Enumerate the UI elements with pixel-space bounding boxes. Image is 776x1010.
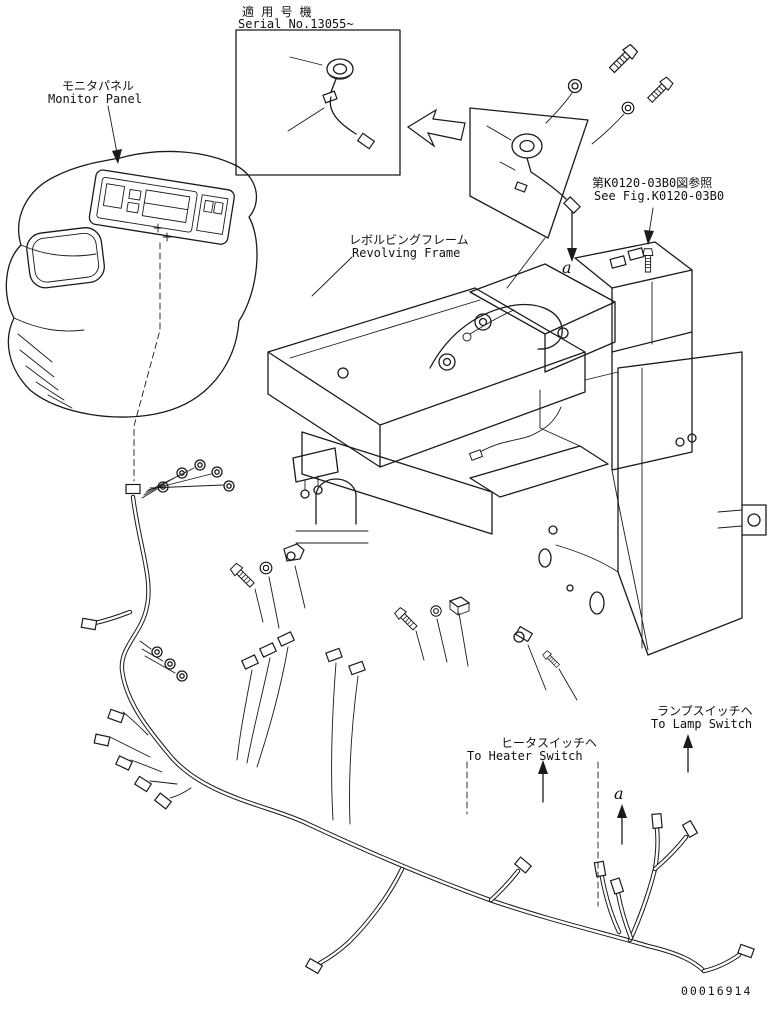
bolt-icon (393, 606, 420, 633)
monitor-window (26, 227, 105, 289)
connector (609, 255, 627, 269)
monitor-panel-label-en: Monitor Panel (48, 92, 142, 106)
monitor-panel-drawing (5, 105, 258, 482)
connector (93, 733, 111, 747)
connector (609, 877, 625, 895)
connector (627, 247, 645, 261)
ring-terminal-icon (194, 459, 206, 471)
revolving-frame-label-jp: レボルビングフレーム (349, 233, 469, 247)
connector (651, 813, 663, 829)
plus-marks (153, 223, 172, 242)
revolving-frame-drawing (267, 237, 767, 656)
down-arrow-icon (644, 230, 654, 245)
monitor-leader-line (107, 105, 118, 154)
mid-fasteners (228, 543, 578, 701)
connector (241, 654, 259, 670)
monitor-panel-label-jp: モニタパネル (62, 79, 135, 93)
bolt-icon (642, 248, 654, 273)
up-arrow-icon (617, 804, 627, 818)
top-fasteners (545, 42, 675, 145)
view-marker-a-lower: a (614, 784, 624, 803)
ring-terminal-icon (176, 670, 188, 682)
ring-terminal-icon (151, 646, 163, 658)
down-arrow-icon (567, 248, 577, 262)
ring-terminal-icon (164, 658, 176, 670)
lamp-switch-label-jp: ランプスイッチヘ (657, 704, 753, 718)
connector (107, 708, 125, 724)
direction-arrow-icon (406, 108, 466, 148)
horn-switch-detail (469, 107, 589, 262)
serial-label-jp: 適 用 号 機 (242, 5, 312, 19)
ring-terminal-icon (176, 467, 188, 479)
washer-icon (259, 561, 273, 575)
up-arrow-icon (538, 760, 548, 774)
bolt-icon (228, 561, 257, 590)
connector (277, 631, 295, 647)
connector (348, 660, 366, 676)
ring-terminal-icon (211, 466, 223, 478)
revolving-frame-leader-line (311, 256, 353, 297)
connector (357, 132, 375, 150)
see-fig-leader (644, 207, 654, 245)
washer-icon (621, 101, 635, 115)
revolving-frame-label-en: Revolving Frame (352, 246, 461, 260)
see-fig-label-jp: 第K0120-03B0図参照 (592, 176, 713, 190)
connector (80, 617, 98, 631)
connector (593, 860, 607, 878)
view-marker-a-upper: a (562, 258, 572, 277)
arrow-head-icon (112, 149, 122, 164)
connector (682, 820, 698, 838)
connector (134, 775, 152, 793)
serial-inset-box (235, 29, 401, 176)
serial-label-en: Serial No.13055~ (238, 17, 354, 31)
wiring-harness-drawing (80, 459, 755, 974)
bolt-icon (645, 75, 675, 105)
connector (115, 755, 133, 771)
lamp-switch-label-en: To Lamp Switch (651, 717, 753, 731)
connector (125, 483, 141, 495)
up-arrow-icon (683, 734, 693, 748)
connector (325, 647, 343, 663)
connector (469, 449, 483, 461)
heater-switch-label-jp: ヒータスイッチヘ (501, 736, 598, 750)
ring-terminal-icon (223, 480, 235, 492)
heater-switch-label-en: To Heater Switch (467, 749, 583, 763)
washer-icon (567, 78, 583, 94)
connector (154, 792, 172, 810)
drawing-number: 00016914 (681, 984, 753, 998)
monitor-screen (88, 169, 235, 245)
bolt-icon (541, 649, 562, 670)
washer-icon (430, 605, 442, 617)
bolt-icon (606, 42, 640, 76)
connector (259, 642, 277, 658)
dashed-link-line (133, 242, 161, 482)
see-fig-label-en: See Fig.K0120-03B0 (594, 189, 725, 203)
hatch-lines (17, 333, 73, 409)
bottom-annotations (466, 734, 693, 907)
